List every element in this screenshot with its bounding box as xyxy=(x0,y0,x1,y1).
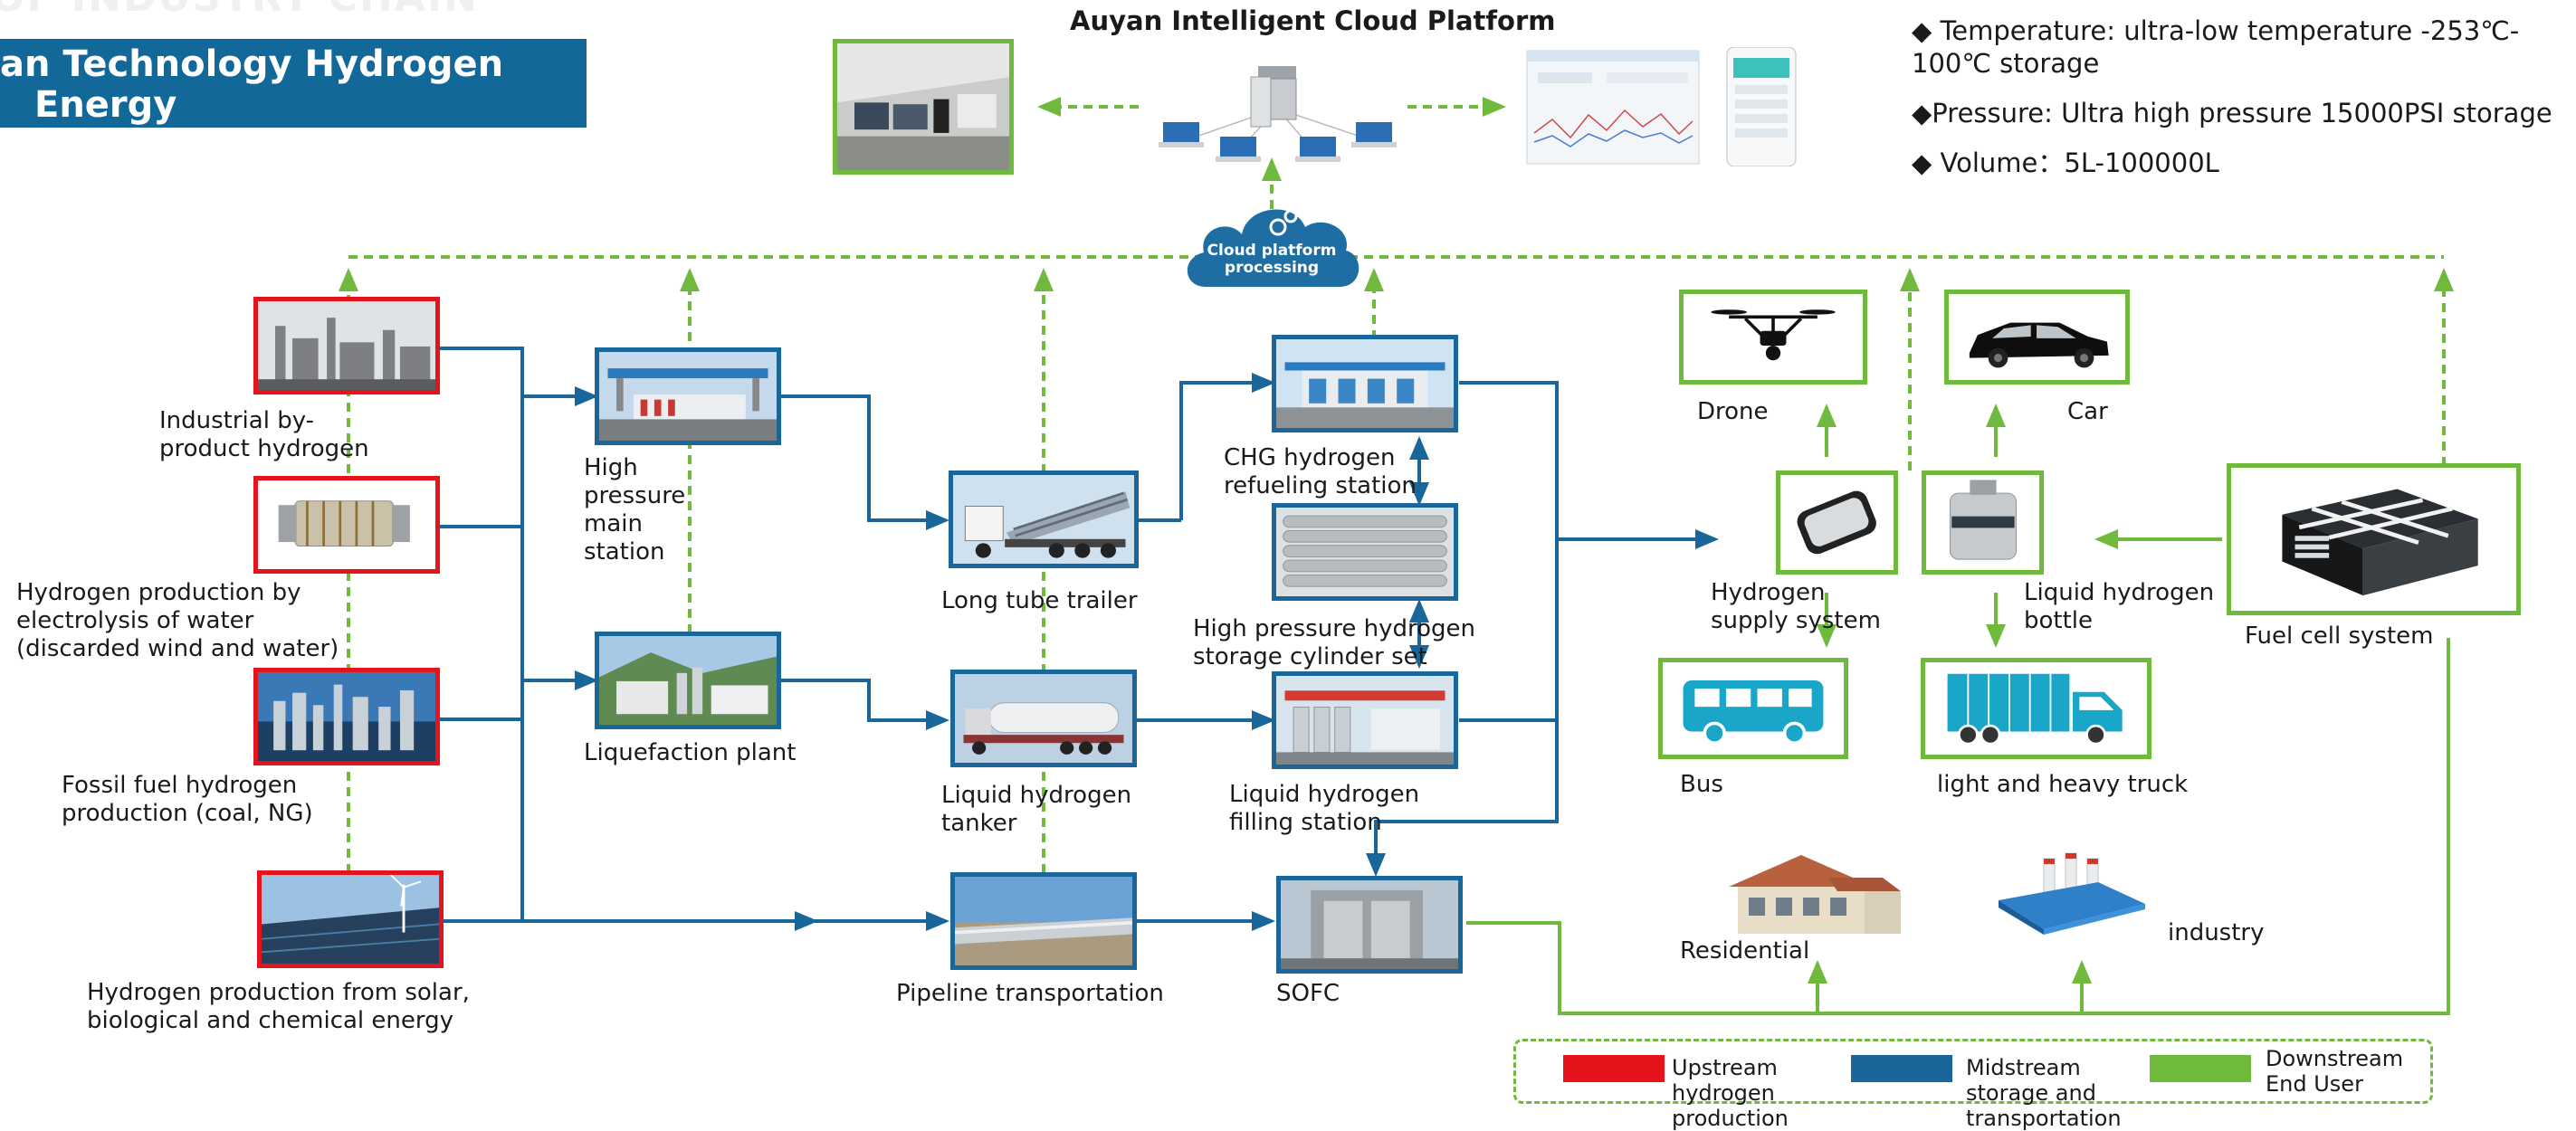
legend-swatch-downstream xyxy=(2150,1055,2251,1082)
h2-supply-label: Hydrogen supply system xyxy=(1711,579,1881,634)
electrolysis-label: Hydrogen production by electrolysis of w… xyxy=(16,579,339,662)
solar-wind-farm-icon xyxy=(257,870,444,968)
spec-pressure: ◆Pressure: Ultra high pressure 15000PSI … xyxy=(1912,98,2552,128)
cryogenic-bottle-icon xyxy=(1922,470,2044,575)
bus-icon xyxy=(1658,658,1848,759)
car-icon xyxy=(1944,290,2130,385)
legend-label-downstream: Downstream End User xyxy=(2266,1046,2404,1097)
chg-station-label: CHG hydrogen refueling station xyxy=(1224,444,1417,499)
drone-icon xyxy=(1679,290,1867,385)
residential-label: Residential xyxy=(1680,937,1810,965)
truck-icon xyxy=(1921,658,2151,759)
sofc-cabinet-icon xyxy=(1276,876,1463,974)
midstream-flow-lines xyxy=(439,347,1719,931)
pipeline-icon xyxy=(950,872,1137,970)
hydrogen-station-icon xyxy=(595,347,781,445)
solar-bio-label: Hydrogen production from solar, biologic… xyxy=(87,979,470,1034)
cloud-platform-title: Auyan Intelligent Cloud Platform xyxy=(1070,5,1556,36)
legend-label-upstream: Upstream hydrogen production xyxy=(1672,1055,1789,1131)
factory-photo-icon xyxy=(253,297,440,394)
cylinder-rack-icon xyxy=(1272,503,1458,601)
server-network-icon xyxy=(1150,59,1405,163)
house-icon xyxy=(1720,851,1910,936)
fuel-cell-stack-icon xyxy=(2227,463,2521,615)
refinery-towers-icon xyxy=(253,668,440,765)
factory-icon xyxy=(1989,846,2151,936)
hydrogen-tank-icon xyxy=(1776,470,1898,575)
tube-trailer-truck-icon xyxy=(949,470,1139,568)
cloud-gear-icon xyxy=(1178,195,1364,294)
spec-volume: ◆ Volume：5L-100000L xyxy=(1912,147,2219,178)
dashboard-screens-icon xyxy=(1525,47,1801,166)
liquid-tanker-label: Liquid hydrogen tanker xyxy=(941,782,1132,837)
legend-label-midstream: Midstream storage and transportation xyxy=(1966,1055,2122,1131)
faded-heading: OF INDUSTRY CHAIN xyxy=(0,0,479,21)
lh-filling-label: Liquid hydrogen filling station xyxy=(1229,781,1420,836)
filling-station-icon xyxy=(1272,671,1458,769)
drone-label: Drone xyxy=(1697,398,1769,425)
refueling-station-icon xyxy=(1272,335,1458,432)
cloud-processing-label: Cloud platform processing xyxy=(1207,242,1337,277)
electrolyzer-icon xyxy=(253,476,440,574)
page-title-banner: an Technology Hydrogen Energy ustry Layo… xyxy=(0,39,587,166)
cylinder-set-label: High pressure hydrogen storage cylinder … xyxy=(1193,615,1475,670)
bus-label: Bus xyxy=(1680,771,1723,798)
spec-temperature: ◆ Temperature: ultra-low temperature -25… xyxy=(1912,15,2520,79)
control-room-icon xyxy=(833,39,1014,175)
downstream-flow-lines xyxy=(1466,404,2450,1015)
sofc-label: SOFC xyxy=(1276,980,1340,1007)
legend-swatch-midstream xyxy=(1851,1055,1952,1082)
industrial-byproduct-label: Industrial by- product hydrogen xyxy=(159,407,369,462)
liquefaction-label: Liquefaction plant xyxy=(584,739,797,766)
fossil-fuel-label: Fossil fuel hydrogen production (coal, N… xyxy=(62,772,313,827)
pipeline-label: Pipeline transportation xyxy=(896,980,1164,1007)
high-pressure-main-label: High pressure main station xyxy=(584,454,686,566)
industry-label: industry xyxy=(2168,919,2265,946)
tanker-truck-icon xyxy=(950,670,1137,767)
legend-swatch-upstream xyxy=(1563,1055,1665,1082)
fuel-cell-label: Fuel cell system xyxy=(2245,623,2434,650)
car-label: Car xyxy=(2067,398,2108,425)
legend: Upstream hydrogen production Midstream s… xyxy=(1513,1039,2433,1131)
liquefaction-plant-icon xyxy=(595,632,781,729)
truck-label: light and heavy truck xyxy=(1937,771,2189,798)
lh-bottle-label: Liquid hydrogen bottle xyxy=(2024,579,2215,634)
long-tube-trailer-label: Long tube trailer xyxy=(941,587,1138,614)
